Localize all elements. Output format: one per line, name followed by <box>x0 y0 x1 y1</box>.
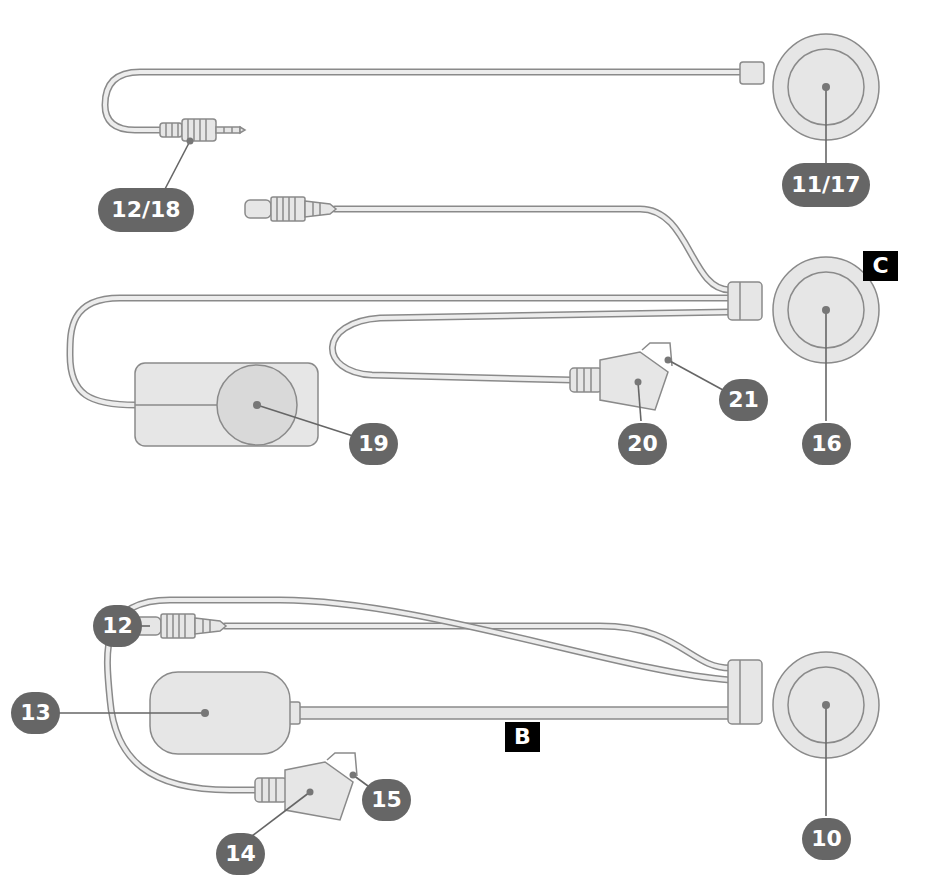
boom-microphone <box>150 672 730 754</box>
callout-number: 15 <box>362 779 411 821</box>
callout-text: 21 <box>728 387 759 412</box>
view-letter: B <box>505 722 540 752</box>
leader-dot <box>253 401 261 409</box>
callout-number: 12 <box>93 605 142 647</box>
leader-dot <box>822 306 830 314</box>
callout-text: C <box>872 253 888 278</box>
callout-number: 19 <box>349 423 398 465</box>
leader-dot <box>307 789 314 796</box>
callout-text: 10 <box>811 826 842 851</box>
leader-line <box>638 382 641 421</box>
leader-line <box>825 310 827 421</box>
leader-dot <box>665 357 672 364</box>
view-letter: C <box>863 251 898 281</box>
jack-socket <box>245 197 336 221</box>
callout-text: 12/18 <box>111 197 180 222</box>
callout-number: 14 <box>216 833 265 875</box>
leader-line <box>825 87 827 163</box>
callout-text: 13 <box>20 700 51 725</box>
speaker <box>728 257 879 363</box>
leader-line <box>668 360 723 390</box>
callout-number: 16 <box>802 423 851 465</box>
callout-text: 14 <box>225 841 256 866</box>
control-unit <box>135 363 318 446</box>
speaker <box>728 652 879 758</box>
callout-text: 19 <box>358 431 389 456</box>
leader-line <box>57 712 205 714</box>
callout-text: 16 <box>811 431 842 456</box>
plug-connector <box>570 343 672 410</box>
leader-line <box>825 705 827 816</box>
speaker <box>740 34 879 140</box>
plug-connector <box>255 753 357 820</box>
jack-socket <box>135 614 226 638</box>
callout-number: 12/18 <box>98 188 194 232</box>
callout-text: 20 <box>627 431 658 456</box>
callout-text: 15 <box>371 787 402 812</box>
callout-number: 11/17 <box>782 163 870 207</box>
callout-text: 11/17 <box>791 172 860 197</box>
leader-dot <box>822 701 830 709</box>
leader-dot <box>201 709 209 717</box>
jack-plug <box>160 119 245 141</box>
leader-dot <box>187 138 194 145</box>
callout-text: 12 <box>102 613 133 638</box>
leader-line <box>257 405 353 436</box>
leader-dot <box>822 83 830 91</box>
leader-line <box>252 792 310 836</box>
callout-number: 20 <box>618 423 667 465</box>
leader-line <box>165 141 190 189</box>
cable-set <box>107 600 730 790</box>
callout-text: B <box>514 724 531 749</box>
callout-number: 13 <box>11 692 60 734</box>
callout-number: 10 <box>802 818 851 860</box>
callout-number: 21 <box>719 379 768 421</box>
leader-dot <box>635 379 642 386</box>
leader-dot <box>350 772 357 779</box>
